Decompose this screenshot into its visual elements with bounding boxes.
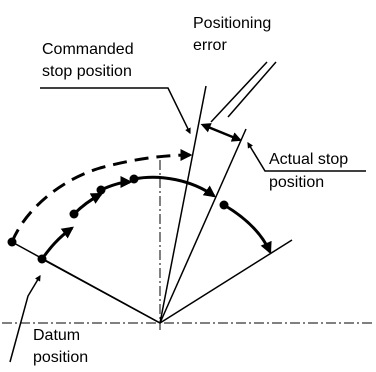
positioning-error-leader: [210, 61, 268, 123]
datum-label-line2: position: [33, 349, 89, 366]
commanded-stop-label-line1: Commanded: [42, 41, 134, 58]
commanded-stop-leader: [40, 87, 191, 135]
positioning-error-dimension: [200, 123, 242, 142]
commanded-path-arc: [10, 149, 193, 243]
datum-label-line1: Datum: [33, 327, 81, 344]
actual-stop-label-line2: position: [269, 174, 325, 191]
datum-leader: [9, 274, 41, 363]
motion-arrow-1: [40, 226, 74, 260]
motion-arrow-2: [72, 192, 104, 216]
path-point: [129, 174, 139, 184]
path-point: [69, 209, 79, 219]
path-point: [96, 185, 106, 195]
path-point: [219, 200, 229, 210]
actual-stop-label-line1: Actual stop: [269, 151, 349, 168]
motion-arrow-3: [100, 176, 133, 192]
path-point: [7, 237, 17, 247]
path-point: [37, 254, 47, 264]
positioning-error-label-line2: error: [193, 37, 227, 54]
positioning-error-label-line1: Positioning: [193, 15, 272, 32]
motion-arrow-5: [223, 203, 272, 255]
commanded-stop-label-line2: stop position: [42, 63, 132, 80]
positioning-error-leader-2: [227, 61, 277, 118]
actual-stop-line: [159, 128, 247, 324]
end-radial-line: [159, 239, 293, 324]
datum-radius-line: [41, 258, 161, 324]
commanded-stop-line: [159, 85, 207, 324]
actual-stop-leader: [247, 141, 366, 172]
motion-arrow-4: [133, 175, 216, 198]
